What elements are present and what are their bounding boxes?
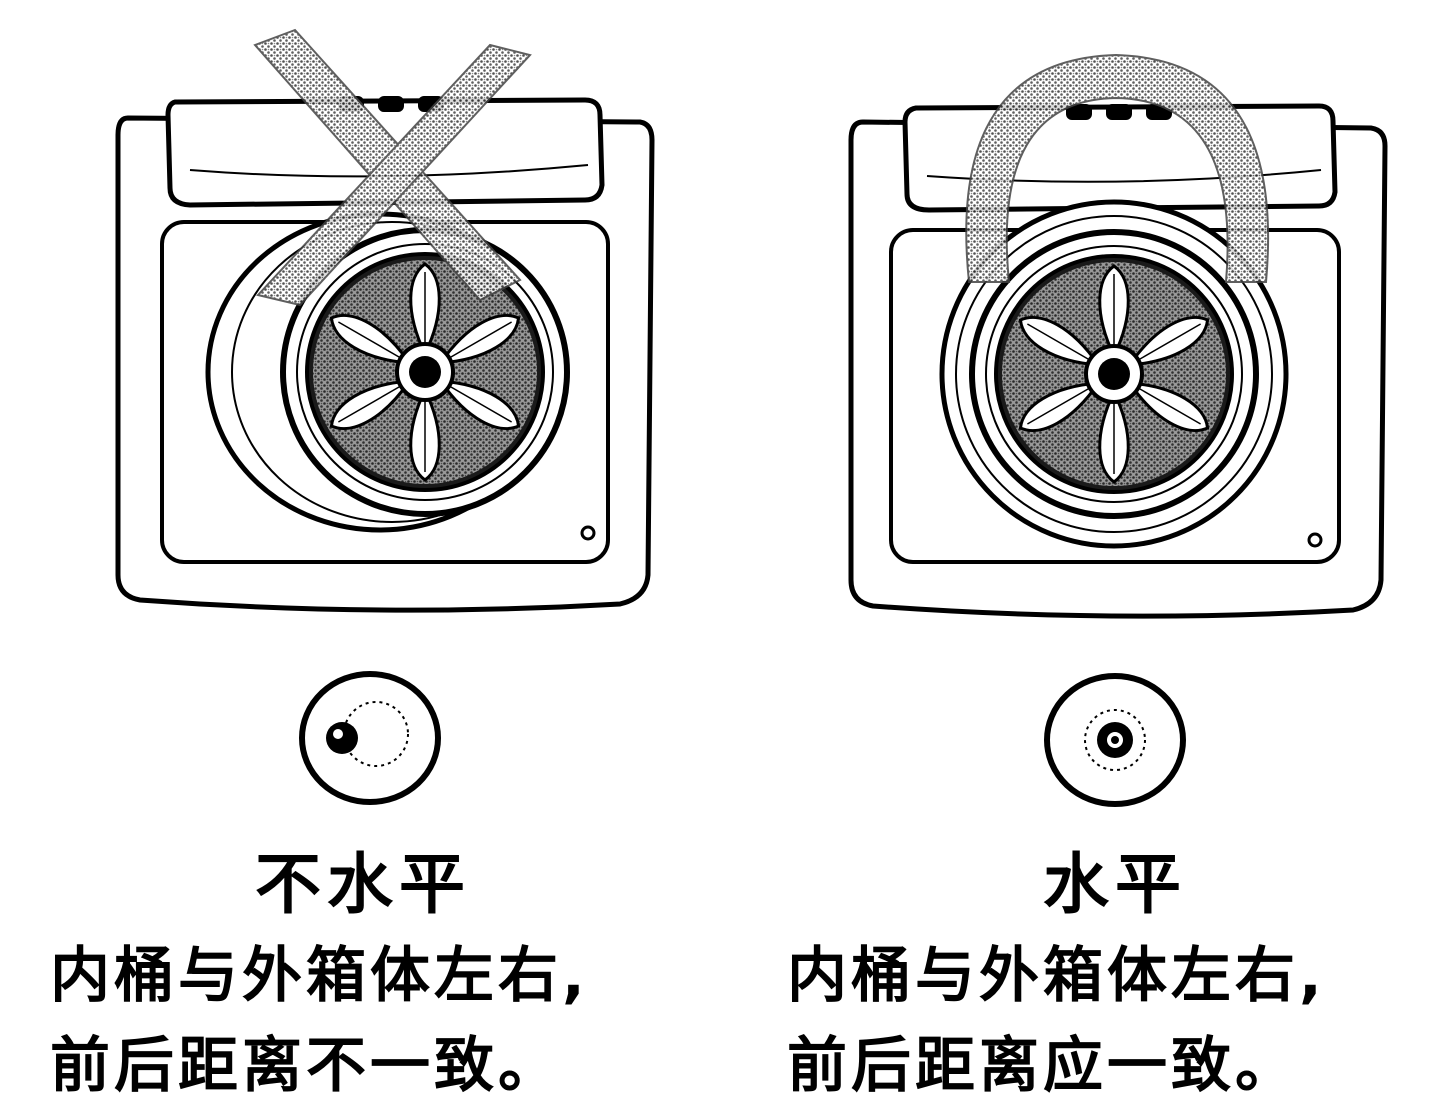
level-bubble-icon: [326, 722, 358, 754]
caption-line-2: 前后距离不一致。: [50, 1031, 562, 1101]
title-level: 水平: [1043, 846, 1187, 923]
level-indicator-level: [1044, 673, 1186, 807]
drain-hole: [580, 525, 596, 541]
caption-line-1: 内桶与外箱体左右,: [787, 941, 1326, 1011]
panel-not-level: 不水平 内桶与外箱体左右, 前后距离不一致。: [0, 0, 720, 1118]
panel-level: 水平 内桶与外箱体左右, 前后距离应一致。: [721, 0, 1441, 1118]
cross-mark: [253, 28, 532, 307]
drain-hole: [1307, 532, 1323, 548]
ok-arch-mark: [965, 53, 1270, 283]
control-buttons: [1066, 104, 1172, 120]
level-indicator-not-level: [299, 671, 441, 805]
inner-drum: [972, 232, 1256, 516]
washer-top-view-level: [848, 53, 1388, 619]
caption-line-2: 前后距离应一致。: [787, 1031, 1299, 1101]
title-not-level: 不水平: [255, 846, 471, 923]
caption-line-1: 内桶与外箱体左右,: [50, 941, 589, 1011]
washer-top-view-not-level: [115, 28, 655, 613]
